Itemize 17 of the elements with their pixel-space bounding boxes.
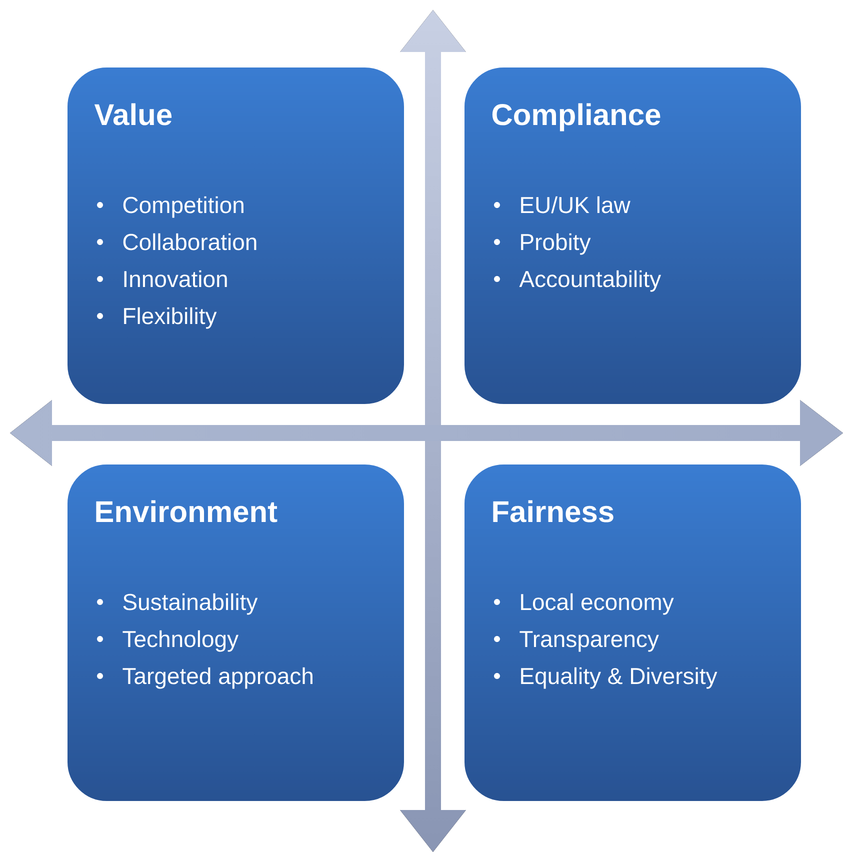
bullet-item: Collaboration	[123, 233, 256, 250]
bullet-item: Accountability	[519, 270, 662, 292]
bullet-item: Flexibility	[124, 307, 217, 329]
bullet-item: Sustainability	[123, 593, 258, 615]
bullet-item: EU/UK law	[521, 196, 630, 214]
bullet-item: Technology	[122, 630, 239, 652]
bullet-item: Local economy	[521, 593, 674, 615]
bullet-item: Competition	[123, 196, 244, 218]
box-heading: Environment	[96, 500, 278, 522]
bullet-item: Transparency	[520, 631, 659, 652]
box-heading: Fairness	[493, 500, 614, 522]
bullet-item: Targeted approach	[122, 667, 312, 689]
bullet-item: Equality & Diversity	[521, 667, 718, 689]
box-heading: Compliance	[492, 103, 660, 132]
box-heading: Value	[94, 103, 172, 126]
bullet-item: Probity	[521, 233, 591, 255]
bullet-item: Innovation	[124, 270, 227, 288]
